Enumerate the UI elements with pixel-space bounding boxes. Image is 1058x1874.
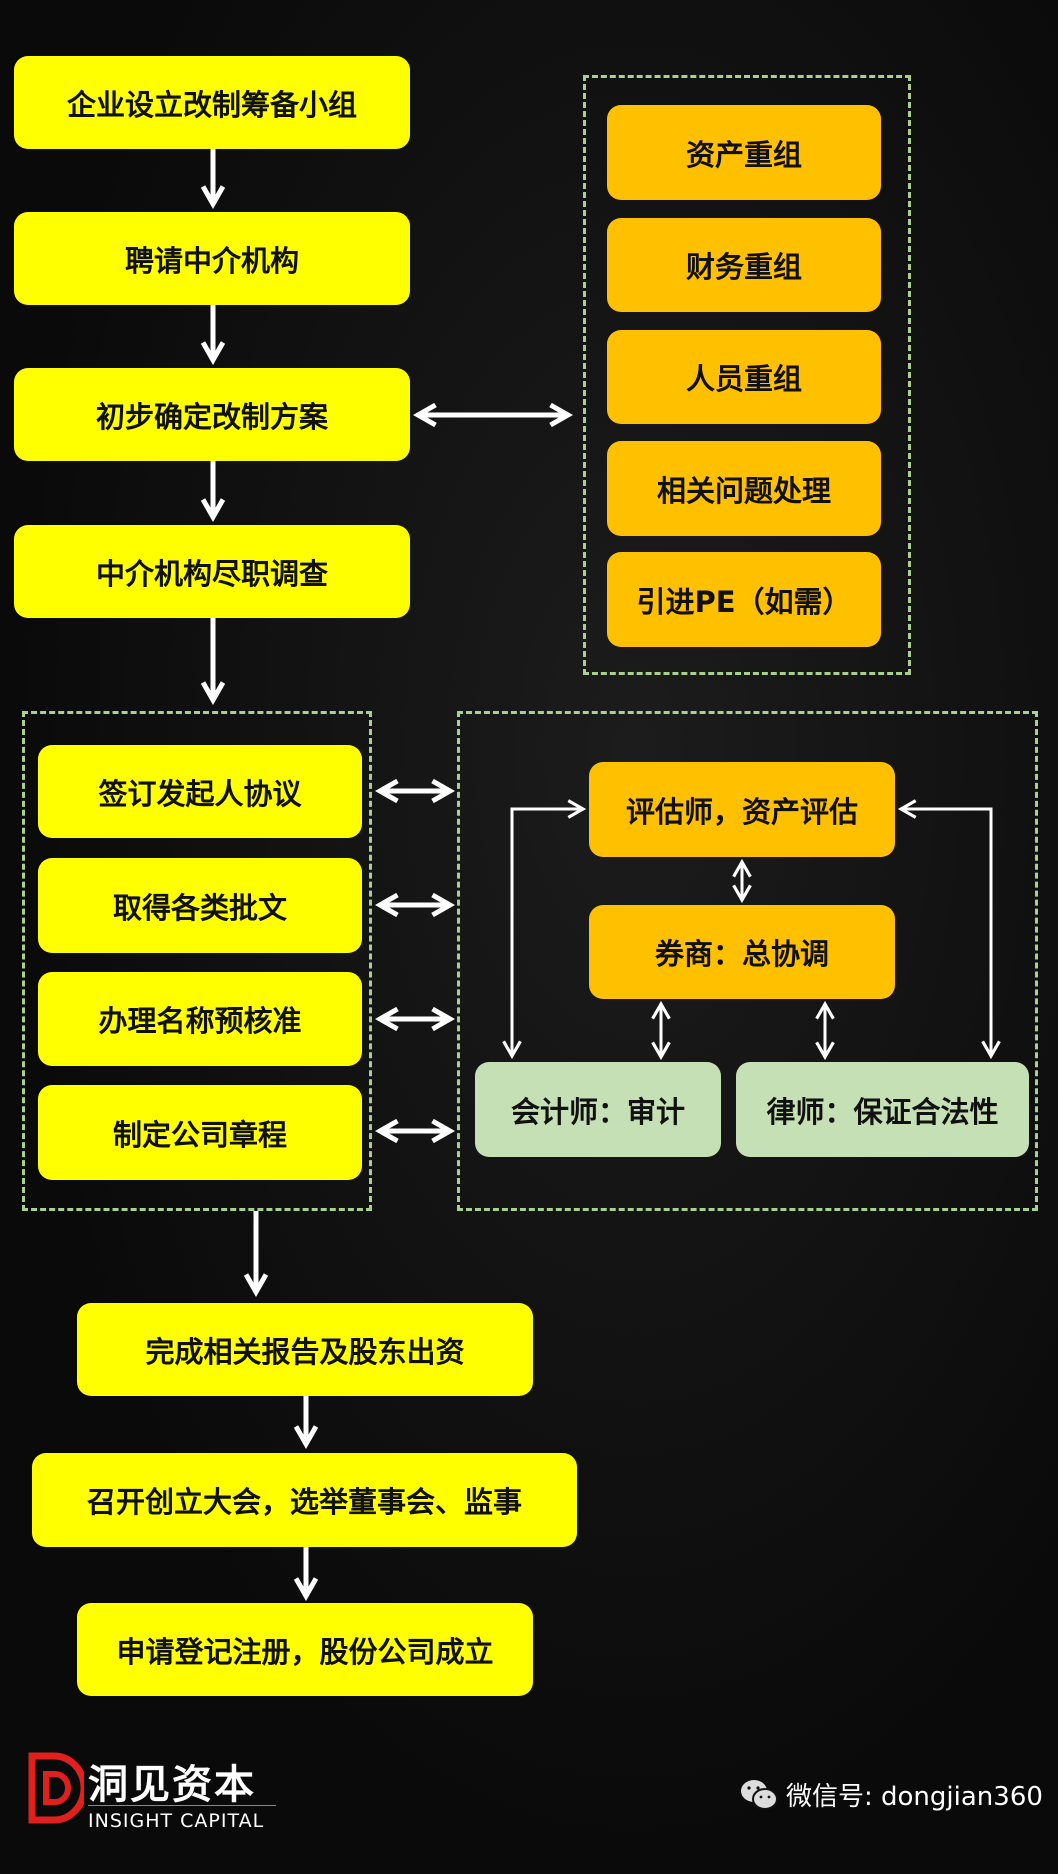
brand-logo-icon	[28, 1752, 84, 1824]
name-preapproval: 办理名称预核准	[38, 972, 362, 1066]
step-initial-plan: 初步确定改制方案	[14, 368, 410, 461]
complete-reports: 完成相关报告及股东出资	[77, 1303, 533, 1396]
registration: 申请登记注册，股份公司成立	[77, 1603, 533, 1696]
link-appraiser-lawyer	[897, 799, 1001, 1060]
intermediaries-group	[457, 711, 1038, 1211]
step-hire-intermediaries: 聘请中介机构	[14, 212, 410, 305]
financial-restructuring: 财务重组	[607, 218, 881, 312]
personnel-restructuring: 人员重组	[607, 330, 881, 424]
wechat-text: 微信号: dongjian360	[786, 1782, 1043, 1812]
wechat-icon	[741, 1779, 778, 1810]
articles-of-association: 制定公司章程	[38, 1085, 362, 1180]
restructuring-group	[583, 75, 911, 675]
introduce-pe: 引进PE（如需）	[607, 552, 881, 647]
appraiser: 评估师，资产评估	[589, 762, 895, 857]
founding-meeting: 召开创立大会，选举董事会、监事	[32, 1453, 577, 1547]
broker: 券商：总协调	[589, 905, 895, 999]
obtain-approvals: 取得各类批文	[38, 858, 362, 953]
step-prep-group: 企业设立改制筹备小组	[14, 56, 410, 149]
sign-promoter-agreement: 签订发起人协议	[38, 745, 362, 838]
asset-restructuring: 资产重组	[607, 105, 881, 200]
link-appraiser-accountant	[502, 799, 587, 1060]
brand-name-cn: 洞见资本	[88, 1762, 256, 1808]
step-due-diligence: 中介机构尽职调查	[14, 525, 410, 618]
lawyer: 律师：保证合法性	[736, 1062, 1029, 1157]
preparation-group	[22, 711, 372, 1211]
brand-name-en: INSIGHT CAPITAL	[88, 1810, 265, 1832]
wechat-id: 微信号: dongjian360	[740, 1776, 1043, 1813]
accountant: 会计师：审计	[475, 1062, 721, 1157]
brand-divider	[88, 1805, 276, 1806]
related-issues: 相关问题处理	[607, 441, 881, 536]
